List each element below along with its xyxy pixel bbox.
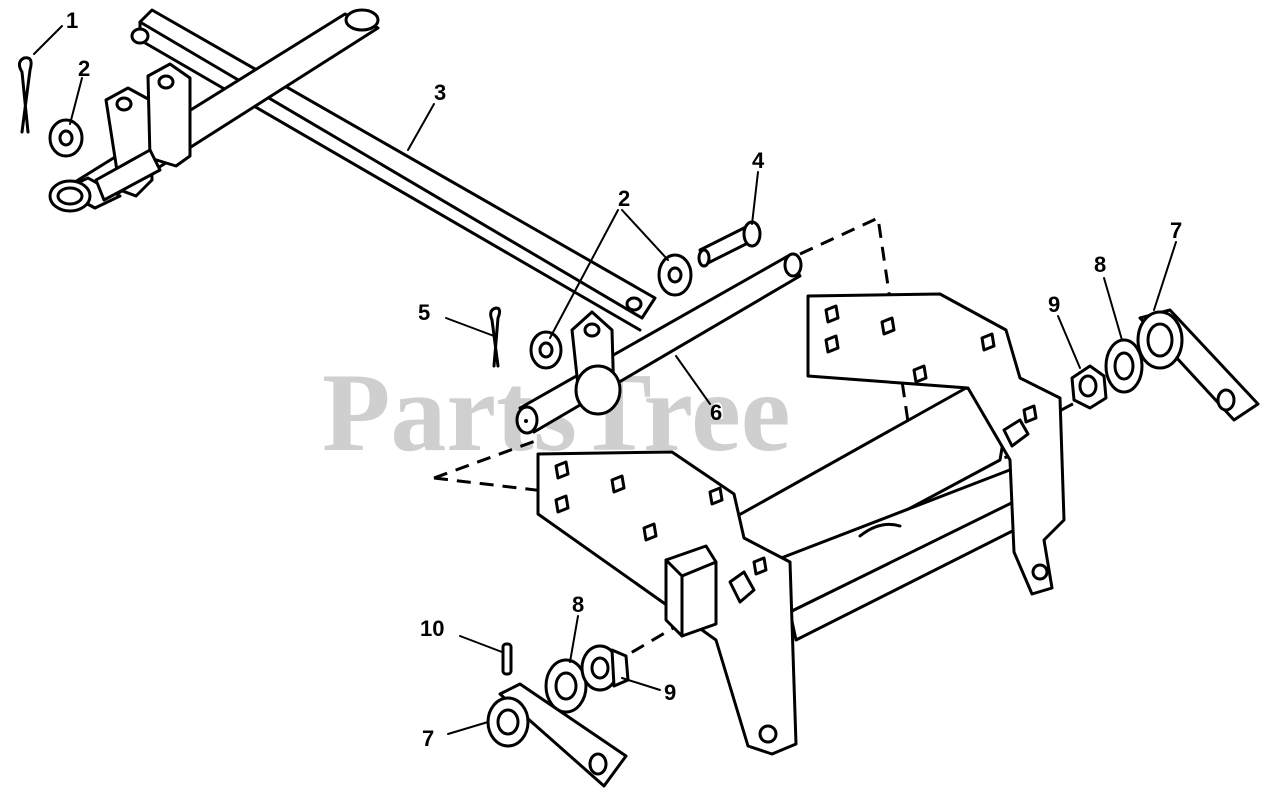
- callout-8-right: 8: [1094, 252, 1106, 277]
- callout-7-right: 7: [1170, 218, 1182, 243]
- part-7-arm-right: [1136, 308, 1260, 422]
- part-1-cotter-pin: [17, 56, 33, 134]
- part-3-link-bar: [130, 8, 657, 332]
- part-4-clevis-pin: [697, 220, 762, 268]
- part-2-washer-left: [48, 118, 84, 158]
- callout-labels: 1 2 3 4 2 5 6 7 8 9 10 8 9 7: [66, 8, 1182, 751]
- part-8-washer-lower: [544, 658, 588, 714]
- callout-9-right: 9: [1048, 292, 1060, 317]
- callout-8-lower: 8: [572, 592, 584, 617]
- part-2-washer-mid: [657, 253, 693, 297]
- callout-3: 3: [434, 80, 446, 105]
- callout-10: 10: [420, 616, 444, 641]
- bumper-block: [664, 544, 756, 638]
- lower-bracket: [570, 310, 622, 416]
- callout-6: 6: [710, 400, 722, 425]
- callout-2-left: 2: [78, 56, 90, 81]
- part-8-washer-right: [1104, 338, 1144, 394]
- frame-crossmember: [728, 386, 1056, 642]
- callout-5: 5: [418, 300, 430, 325]
- part-5-cotter-pin: [489, 306, 502, 368]
- part-10-roll-pin: [501, 642, 513, 676]
- part-9-nut-lower: [580, 644, 630, 692]
- part-7-arm-lower: [486, 682, 628, 788]
- frame-right-plate: [806, 292, 1066, 596]
- callout-2-mid: 2: [618, 186, 630, 211]
- leader-lines: [33, 25, 1177, 735]
- callout-7-lower: 7: [422, 726, 434, 751]
- part-2-washer-lower: [529, 330, 563, 370]
- part-9-nut-right: [1070, 364, 1108, 410]
- callout-9-lower: 9: [664, 680, 676, 705]
- callout-1: 1: [66, 8, 78, 33]
- upper-bracket: [94, 62, 192, 202]
- callout-4: 4: [752, 148, 765, 173]
